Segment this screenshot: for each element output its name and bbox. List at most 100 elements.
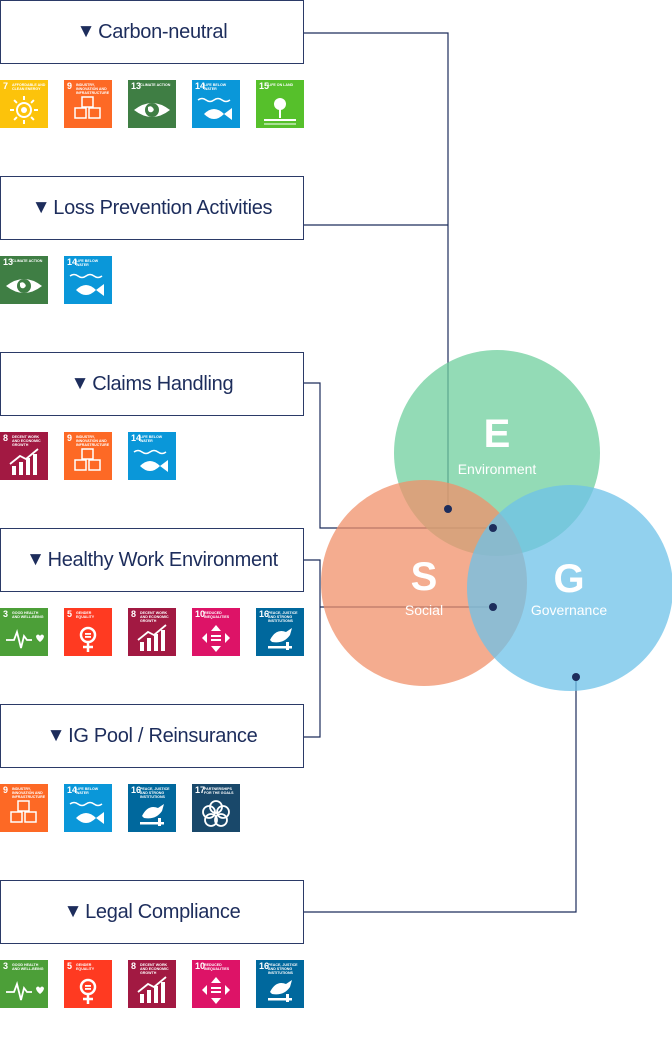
social-label: Social xyxy=(405,602,443,618)
sdg-goal-number: 3 xyxy=(3,961,9,971)
section-title: Carbon-neutral xyxy=(98,20,228,43)
sdg-goal-label: Industry, Innovation and Infrastructure xyxy=(76,435,110,448)
cubes-icon xyxy=(74,448,101,471)
sdg-goal-14-tile: 14Life Below Water xyxy=(192,80,240,128)
sdg-goal-label: Partnerships for the Goals xyxy=(204,787,234,796)
social-circle xyxy=(321,480,527,686)
sdg-goal-number: 8 xyxy=(131,961,137,971)
sdg-goal-label: Gender Equality xyxy=(76,611,95,620)
sdg-goal-number: 14 xyxy=(131,433,142,443)
sdg-goal-number: 14 xyxy=(67,257,78,267)
sdg-goal-number: 3 xyxy=(3,609,9,619)
connector-lines xyxy=(304,32,577,913)
sdg-goal-17-tile: 17Partnerships for the Goals xyxy=(192,784,240,832)
rings-icon xyxy=(202,800,230,827)
growth-chart-icon xyxy=(9,448,39,475)
sdg-goal-16-tile: 16Peace, Justice and Strong Institutions xyxy=(128,784,176,832)
sdg-goal-label: Decent Work and Economic Growth xyxy=(140,611,169,624)
sdg-goal-label: Peace, Justice and Strong Institutions xyxy=(268,963,298,976)
heartbeat-icon xyxy=(6,628,44,649)
environment-label: Environment xyxy=(458,461,537,477)
sdg-goal-3-tile: 3Good Health and Well-Being xyxy=(0,608,48,656)
sdg-goal-8-tile: 8Decent Work and Economic Growth xyxy=(128,608,176,656)
sdg-goal-number: 14 xyxy=(195,81,206,91)
connector-legal-compliance xyxy=(304,677,577,913)
sdg-goal-number: 14 xyxy=(67,785,78,795)
sdg-goal-9-tile: 9Industry, Innovation and Infrastructure xyxy=(64,432,112,480)
fish-icon xyxy=(197,97,232,120)
equality-arrows-icon xyxy=(202,977,230,1004)
connector-dots xyxy=(444,505,580,681)
sdg-goal-label: Reduced Inequalities xyxy=(204,963,230,972)
sdg-goal-number: 8 xyxy=(131,609,137,619)
sdg-goal-13-tile: 13Climate Action xyxy=(128,80,176,128)
sdg-goal-number: 13 xyxy=(3,257,14,267)
environment-circle xyxy=(394,350,600,556)
sdg-goal-label: Climate Action xyxy=(140,83,171,87)
cubes-icon xyxy=(74,96,101,119)
fish-icon xyxy=(69,801,104,824)
eye-earth-icon xyxy=(134,103,170,117)
connector-dot-governance xyxy=(572,673,580,681)
section-title-box: ▼ Legal Compliance xyxy=(0,880,304,944)
section-title: Legal Compliance xyxy=(85,900,241,923)
connector-dot-center xyxy=(489,524,497,532)
sdg-goal-8-tile: 8Decent Work and Economic Growth xyxy=(0,432,48,480)
environment-letter: E xyxy=(484,412,511,456)
sdg-goal-3-tile: 3Good Health and Well-Being xyxy=(0,960,48,1008)
sdg-goal-label: Life Below Water xyxy=(76,259,99,268)
growth-chart-icon xyxy=(137,624,167,651)
sdg-goal-number: 5 xyxy=(67,961,73,971)
sdg-goal-13-tile: 13Climate Action xyxy=(0,256,48,304)
section-title: Healthy Work Environment xyxy=(47,548,279,571)
triangle-down-icon: ▼ xyxy=(76,21,96,42)
sdg-goal-label: Life Below Water xyxy=(204,83,227,92)
sdg-goal-label: Good Health and Well-Being xyxy=(12,963,44,972)
sdg-goal-label: Life Below Water xyxy=(76,787,99,796)
section-title: IG Pool / Reinsurance xyxy=(68,724,258,747)
section-title-box: ▼ Claims Handling xyxy=(0,352,304,416)
sdg-goal-5-tile: 5Gender Equality xyxy=(64,960,112,1008)
fish-icon xyxy=(69,273,104,296)
sdg-goal-number: 8 xyxy=(3,433,9,443)
sdg-goal-number: 9 xyxy=(3,785,9,795)
governance-circle xyxy=(467,485,672,691)
gender-icon xyxy=(79,978,97,1004)
sdg-goal-label: Decent Work and Economic Growth xyxy=(12,435,41,448)
eye-earth-icon xyxy=(6,279,42,293)
sdg-goal-label: Life Below Water xyxy=(140,435,163,444)
sdg-goal-8-tile: 8Decent Work and Economic Growth xyxy=(128,960,176,1008)
sdg-goal-label: Industry, Innovation and Infrastructure xyxy=(12,787,46,800)
heartbeat-icon xyxy=(6,980,44,1001)
connector-healthy-work xyxy=(304,559,321,738)
cubes-icon xyxy=(10,800,37,823)
sdg-goal-number: 16 xyxy=(259,961,270,971)
sdg-goal-number: 5 xyxy=(67,609,73,619)
fish-icon xyxy=(133,449,168,472)
sdg-goal-7-tile: 7Affordable and Clean Energy xyxy=(0,80,48,128)
sdg-goal-label: Climate Action xyxy=(12,259,43,263)
section-title-box: ▼ Loss Prevention Activities xyxy=(0,176,304,240)
section-title-box: ▼ Healthy Work Environment xyxy=(0,528,304,592)
sdg-goal-label: Gender Equality xyxy=(76,963,95,972)
triangle-down-icon: ▼ xyxy=(70,373,90,394)
dove-icon xyxy=(140,804,164,826)
section-title: Claims Handling xyxy=(92,372,234,395)
sdg-goal-16-tile: 16Peace, Justice and Strong Institutions xyxy=(256,608,304,656)
sdg-goal-15-tile: 15Life on Land xyxy=(256,80,304,128)
social-letter: S xyxy=(411,555,438,599)
sdg-goal-number: 15 xyxy=(259,81,270,91)
sdg-goal-9-tile: 9Industry, Innovation and Infrastructure xyxy=(64,80,112,128)
sdg-goal-number: 13 xyxy=(131,81,142,91)
triangle-down-icon: ▼ xyxy=(26,549,45,570)
sdg-goal-10-tile: 10Reduced Inequalities xyxy=(192,960,240,1008)
sdg-goal-16-tile: 16Peace, Justice and Strong Institutions xyxy=(256,960,304,1008)
connector-dot-social xyxy=(489,603,497,611)
sdg-goal-label: Good Health and Well-Being xyxy=(12,611,44,620)
gender-icon xyxy=(79,626,97,652)
connector-carbon-neutral xyxy=(304,32,449,509)
sdg-goal-label: Life on Land xyxy=(268,83,294,87)
sdg-goal-label: Peace, Justice and Strong Institutions xyxy=(140,787,170,800)
sdg-goal-label: Industry, Innovation and Infrastructure xyxy=(76,83,110,96)
sdg-goal-number: 17 xyxy=(195,785,206,795)
